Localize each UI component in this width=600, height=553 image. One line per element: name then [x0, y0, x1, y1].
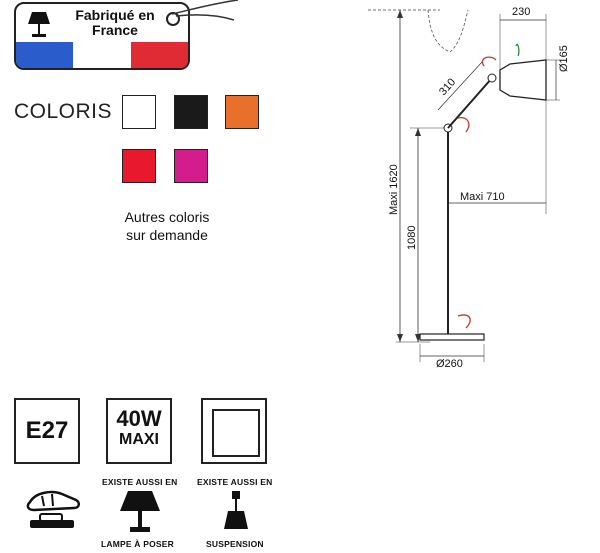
- swatch-magenta[interactable]: [174, 149, 208, 183]
- wattage-value: 40W: [116, 406, 162, 431]
- technical-drawing: [368, 9, 560, 362]
- class-ii-inner-square: [212, 409, 260, 457]
- swatch-red[interactable]: [122, 149, 156, 183]
- table-lamp-bottom-label: LAMPE À POSER: [101, 539, 174, 549]
- table-lamp-icon: [120, 491, 160, 532]
- wattage-box: 40W MAXI: [106, 398, 172, 464]
- lamp-icon: [28, 12, 50, 37]
- suspension-icon: [224, 491, 248, 529]
- badge-line-1: Fabriqué en: [75, 7, 155, 23]
- other-colors-line-1: Autres coloris: [124, 209, 210, 225]
- dim-stem-height: 1080: [406, 225, 418, 250]
- foot-switch-icon: [26, 490, 80, 528]
- made-in-france-label: Fabriqué en France: [60, 8, 170, 38]
- swatch-black[interactable]: [174, 95, 208, 129]
- badge-line-2: France: [92, 22, 138, 38]
- other-colors-note: Autres coloris sur demande: [112, 208, 222, 244]
- other-colors-line-2: sur demande: [126, 227, 208, 243]
- swatch-white[interactable]: [122, 95, 156, 129]
- french-flag: [16, 42, 188, 68]
- flag-blue: [16, 42, 74, 68]
- swatch-orange[interactable]: [225, 95, 259, 129]
- dim-shade-diameter: Ø165: [558, 45, 570, 72]
- tag-string: [171, 0, 239, 21]
- dim-base-diameter: Ø260: [436, 358, 463, 370]
- class-ii-box: [201, 398, 267, 464]
- dim-max-height: Maxi 1620: [388, 164, 400, 215]
- flag-red: [130, 42, 188, 68]
- flag-white: [73, 42, 131, 68]
- dim-max-reach: Maxi 710: [460, 191, 505, 203]
- dim-shade-length: 230: [512, 6, 531, 18]
- socket-label: E27: [25, 417, 69, 444]
- suspension-top-label: EXISTE AUSSI EN: [197, 477, 273, 487]
- suspension-bottom-label: SUSPENSION: [206, 539, 264, 549]
- table-lamp-top-label: EXISTE AUSSI EN: [102, 477, 178, 487]
- wattage-note: MAXI: [119, 431, 159, 448]
- socket-box: E27: [14, 398, 80, 464]
- coloris-title: COLORIS: [14, 100, 113, 123]
- made-in-france-badge: Fabriqué en France: [14, 2, 190, 70]
